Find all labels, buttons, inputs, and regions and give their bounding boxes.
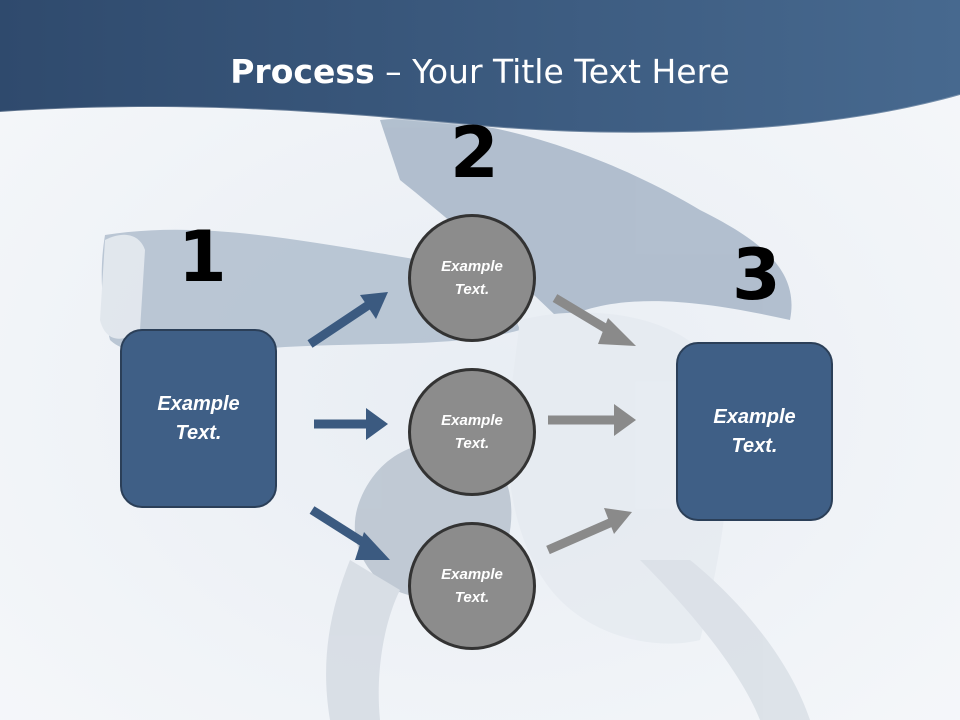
circle-2: Example Text.	[408, 368, 536, 496]
left-box-line2: Text.	[175, 421, 222, 444]
arrow-to-circle-2	[314, 408, 388, 440]
circle-3-line2: Text.	[454, 589, 490, 606]
step-number-2: 2	[450, 112, 499, 194]
step-number-1: 1	[178, 216, 227, 298]
circle-3-line1: Example	[441, 566, 503, 583]
arrow-from-circle-2	[548, 404, 636, 436]
step-number-3: 3	[732, 234, 781, 316]
arrow-to-circle-1	[307, 292, 388, 348]
left-box: Example Text.	[120, 329, 277, 508]
circle-2-line2: Text.	[454, 435, 490, 452]
arrow-from-circle-3	[546, 508, 632, 555]
breakdancer-photo	[100, 118, 810, 720]
title-rest: – Your Title Text Here	[374, 52, 730, 91]
circle-1: Example Text.	[408, 214, 536, 342]
slide-title: Process – Your Title Text Here	[0, 52, 960, 91]
circle-1-line1: Example	[441, 258, 503, 275]
circle-3: Example Text.	[408, 522, 536, 650]
arrow-to-circle-3	[309, 506, 390, 560]
title-bold: Process	[230, 52, 375, 91]
right-box: Example Text.	[676, 342, 833, 521]
arrow-from-circle-1	[552, 294, 636, 346]
left-box-line1: Example	[157, 392, 240, 415]
header-band	[0, 0, 960, 133]
circle-1-line2: Text.	[454, 281, 490, 298]
circle-2-line1: Example	[441, 412, 503, 429]
right-box-line1: Example	[713, 405, 796, 428]
right-box-line2: Text.	[731, 434, 778, 457]
